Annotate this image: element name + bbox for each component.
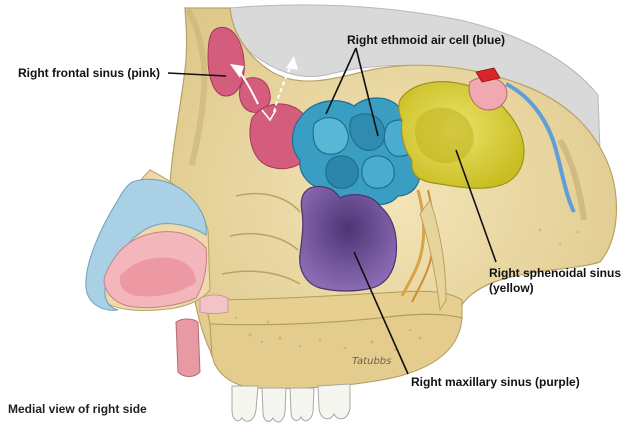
label-sphenoidal-sinus-color: (yellow) <box>489 281 534 295</box>
drainage-arrow-head <box>286 56 298 70</box>
ethmoid-cell <box>325 155 359 189</box>
leader-maxillary <box>353 251 409 375</box>
palatine-nerve <box>400 189 426 297</box>
ethmoid-cell <box>312 117 349 155</box>
sphenoid-sinus-shadow <box>415 107 474 164</box>
ethmoid-air-cells <box>291 97 433 206</box>
frontal-sinus-upper <box>207 26 245 97</box>
upper-lip-mucosa <box>175 318 201 377</box>
leader-sphenoid <box>455 149 497 263</box>
tooth <box>317 383 351 420</box>
leader-ethmoid-b <box>355 47 379 137</box>
clivus <box>557 138 587 221</box>
artist-signature: Tatubbs <box>352 356 391 367</box>
label-sphenoidal-sinus: Right sphenoidal sinus <box>489 266 622 280</box>
turbinate-ridge <box>235 193 301 213</box>
ethmoid-cell <box>361 155 395 189</box>
turbinate-ridge <box>221 270 301 285</box>
label-frontal-sinus: Right frontal sinus (pink) <box>18 66 160 80</box>
label-maxillary-sinus: Right maxillary sinus (purple) <box>411 375 580 389</box>
maxillary-sinus <box>299 185 398 292</box>
pituitary-vessel <box>475 67 501 83</box>
ethmoid-cell <box>349 113 386 151</box>
turbinate-ridge <box>229 232 299 251</box>
frontal-bone-ridge <box>185 8 208 166</box>
leader-ethmoid-a <box>325 47 357 115</box>
drainage-arrow-head <box>230 64 244 78</box>
nasal-floor-mucosa <box>199 294 229 314</box>
drainage-arrow-dashed <box>273 67 291 113</box>
sella-blue-band <box>505 82 576 213</box>
figure-caption: Medial view of right side <box>8 402 147 416</box>
label-ethmoid-air-cell: Right ethmoid air cell (blue) <box>347 33 506 47</box>
drainage-arrow-fork <box>261 109 277 122</box>
bone-texture <box>234 228 580 352</box>
pterygoid-plate <box>419 198 447 312</box>
tooth <box>231 385 259 422</box>
leader-frontal <box>167 72 227 77</box>
leader-lines <box>167 47 497 375</box>
teeth <box>231 383 351 423</box>
tooth <box>261 387 287 423</box>
tooth <box>289 387 315 422</box>
nasal-vestibule-inner <box>119 257 196 297</box>
